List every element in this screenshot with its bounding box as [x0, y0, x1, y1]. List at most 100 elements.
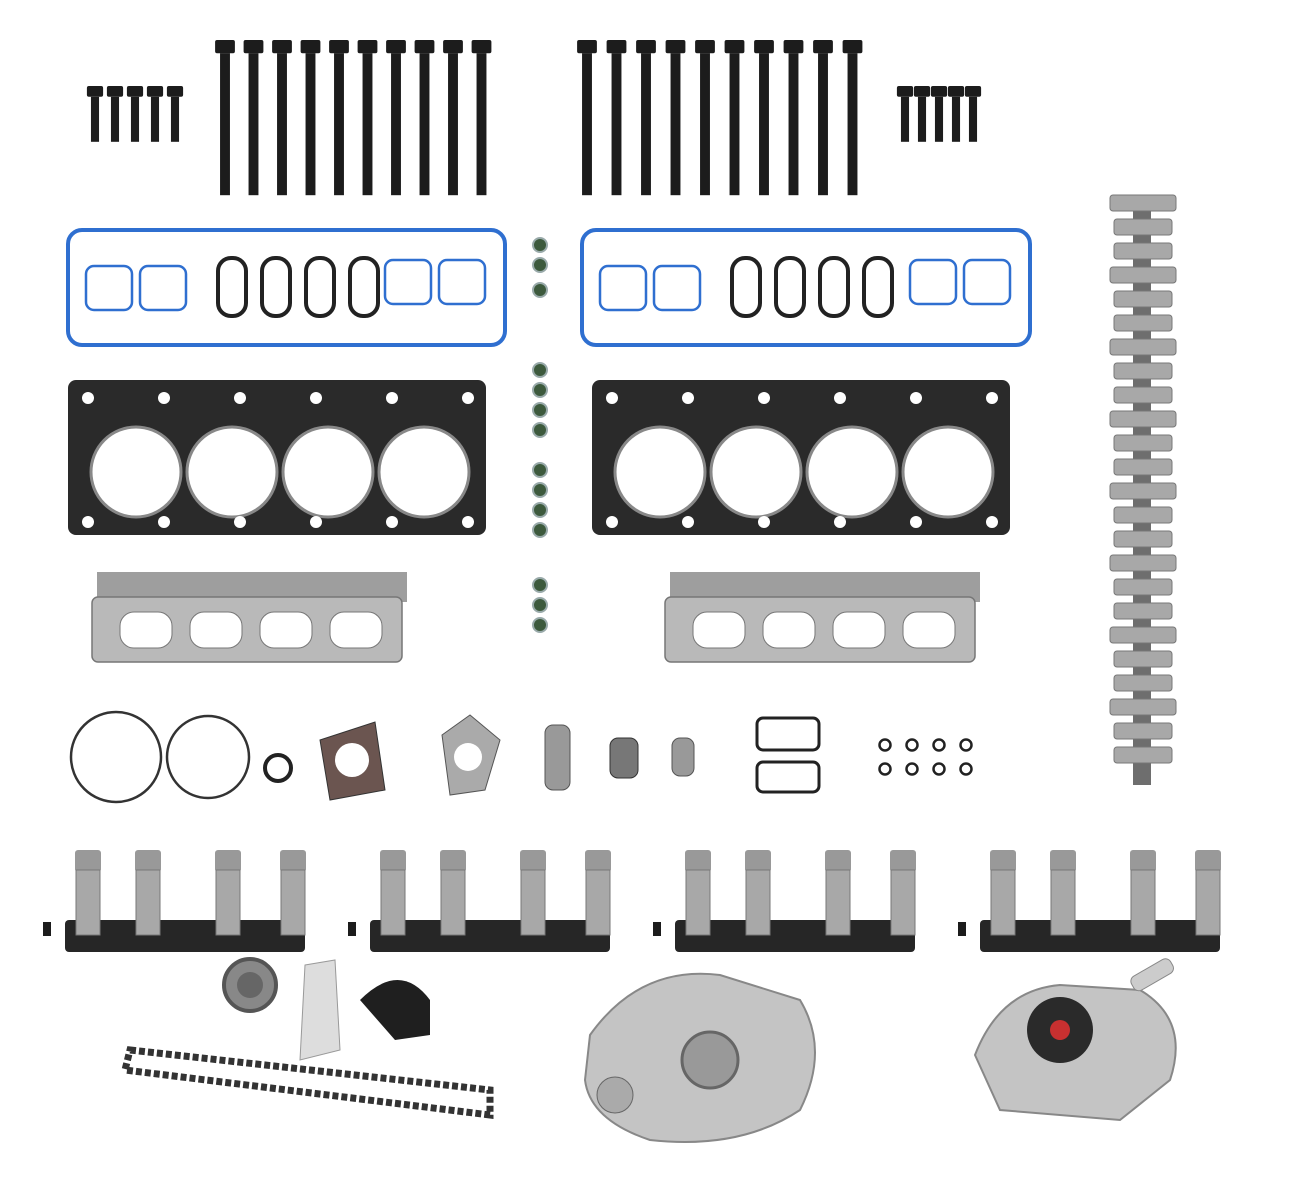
cylinder-bore [901, 425, 995, 519]
port-seal [437, 258, 487, 306]
bolt-head [146, 86, 164, 97]
lifter-roller [585, 850, 611, 872]
pump-port [596, 1076, 634, 1114]
exhaust-gasket-left [91, 572, 407, 663]
bolt-shank [641, 53, 651, 196]
bolt-head [930, 86, 948, 97]
exhaust-port [902, 611, 956, 649]
gasket-body [91, 596, 403, 663]
timing-set [120, 957, 494, 1119]
lifter-body [75, 869, 101, 936]
bolt-head [636, 40, 656, 54]
lifter-body [380, 869, 406, 936]
valve-stem-seal [532, 577, 548, 593]
bolt-shank [220, 53, 230, 196]
gasket-outline [66, 228, 507, 347]
bolt-head [724, 40, 745, 54]
cam-lobe [1109, 626, 1177, 644]
lifter-body [1130, 869, 1156, 936]
o-ring-large [165, 714, 251, 800]
valve-stem-seal [532, 597, 548, 613]
bolt-head [443, 40, 463, 54]
gasket-outline [580, 228, 1032, 347]
o-ring-small [263, 753, 293, 783]
short-bolts-left [86, 86, 184, 142]
cam-lobe [1109, 482, 1177, 500]
bolt-hole [310, 516, 322, 528]
bolt-hole [386, 392, 398, 404]
bolt-shank [934, 96, 944, 142]
exhaust-port [259, 611, 313, 649]
bolt-head [215, 40, 235, 54]
exhaust-port [762, 611, 816, 649]
bolt-head [386, 40, 406, 54]
bolt-head [126, 86, 144, 97]
lifter-tray [370, 920, 610, 952]
oil-pump [583, 972, 816, 1143]
small-o-ring [932, 738, 946, 752]
bolt-hole [386, 516, 398, 528]
gasket-hole [335, 743, 369, 777]
cam-lobe [1113, 650, 1173, 668]
tube-seal [818, 256, 850, 318]
lifter-body [685, 869, 711, 936]
valve-stem-seal [532, 502, 548, 518]
timing-chain [120, 1046, 494, 1119]
lifter-body [520, 869, 546, 936]
bolt-head [606, 40, 627, 54]
bolt-head [842, 40, 863, 54]
small-gasket [671, 737, 695, 777]
tray-bolt [43, 922, 51, 936]
tube-seal [774, 256, 806, 318]
valve-stem-seal [532, 362, 548, 378]
head-bolts-right [577, 40, 863, 196]
tube-seal [216, 256, 248, 318]
lifter-body [1050, 869, 1076, 936]
tube-seal [304, 256, 336, 318]
bolt-shank [951, 96, 961, 142]
bolt-hole [234, 392, 246, 404]
sprocket-hub [237, 972, 263, 998]
bolt-hole [758, 392, 770, 404]
cam-lobe [1113, 506, 1173, 524]
bolt-shank [611, 53, 622, 196]
cover-seal [755, 760, 821, 794]
lifter-body [745, 869, 771, 936]
cover-seal [755, 716, 821, 752]
bolt-shank [670, 53, 681, 196]
bolt-head [577, 40, 597, 54]
port-seal [598, 264, 648, 312]
pump-outlet [1130, 958, 1174, 992]
cylinder-bore [185, 425, 279, 519]
valve-stem-seal [532, 462, 548, 478]
tube-seal [730, 256, 762, 318]
bolt-shank [248, 53, 259, 196]
bolt-hole [158, 516, 170, 528]
small-o-ring [905, 738, 919, 752]
bolt-head [300, 40, 321, 54]
bolt-shank [788, 53, 799, 196]
port-seal [84, 264, 134, 312]
water-pump [973, 958, 1177, 1122]
bolt-shank [362, 53, 373, 196]
exhaust-port [692, 611, 746, 649]
small-o-ring [932, 762, 946, 776]
lifter-roller [890, 850, 916, 872]
lifter-roller [215, 850, 241, 872]
bolt-shank [130, 96, 140, 142]
bolt-hole [682, 392, 694, 404]
bolt-shank [582, 53, 592, 196]
cylinder-bore [805, 425, 899, 519]
bolt-shank [150, 96, 160, 142]
bolt-shank [476, 53, 487, 196]
bolt-hole [462, 516, 474, 528]
bolt-head [665, 40, 686, 54]
small-o-ring [959, 762, 973, 776]
tray-bolt [653, 922, 661, 936]
lifter-tray [65, 920, 305, 952]
lifter-roller [1195, 850, 1221, 872]
bolt-head [896, 86, 914, 97]
lifter-body [585, 869, 611, 936]
lifter-body [440, 869, 466, 936]
cam-lobe [1113, 722, 1173, 740]
